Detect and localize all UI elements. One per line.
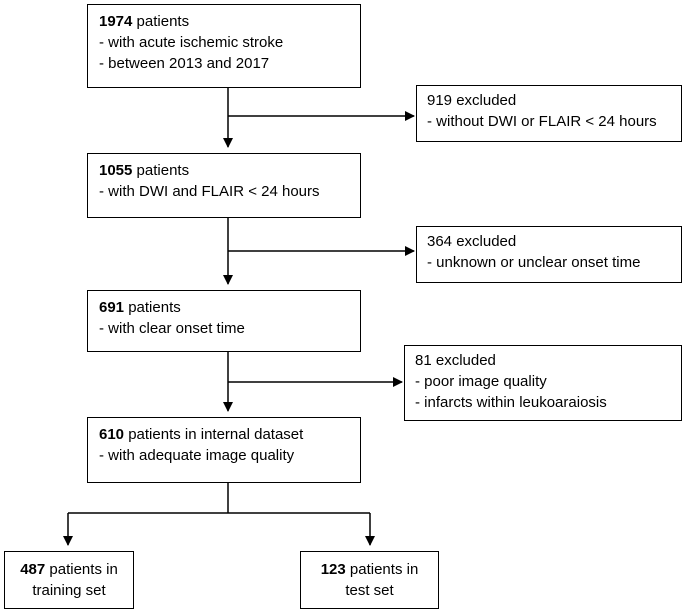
- step3-criterion-1: - with clear onset time: [99, 320, 245, 337]
- test-label: patients in: [345, 561, 419, 578]
- test-count: 123: [320, 561, 346, 578]
- step3-label: patients: [124, 299, 181, 316]
- excluded3-reason-2: - infarcts within leukoaraiosis: [415, 394, 607, 411]
- internal-label: patients in internal dataset: [124, 426, 304, 443]
- training-label: patients in: [45, 561, 118, 578]
- excluded3-count: 81: [415, 352, 432, 369]
- box-internal-dataset: 610 patients in internal dataset - with …: [87, 417, 361, 483]
- excluded2-label: excluded: [452, 233, 517, 250]
- start-label: patients: [132, 13, 190, 30]
- training-count: 487: [20, 561, 46, 578]
- box-excluded-3: 81 excluded - poor image quality - infar…: [404, 345, 682, 421]
- start-criterion-2: - between 2013 and 2017: [99, 55, 270, 72]
- test-label-2: test set: [345, 582, 394, 599]
- start-criterion-1: - with acute ischemic stroke: [99, 34, 284, 51]
- excluded1-reason-1: - without DWI or FLAIR < 24 hours: [427, 113, 657, 130]
- box-training-set: 487 patients in training set: [4, 551, 134, 609]
- excluded2-count: 364: [427, 233, 453, 250]
- box-test-set: 123 patients in test set: [300, 551, 439, 609]
- box-step2-patients: 1055 patients - with DWI and FLAIR < 24 …: [87, 153, 361, 218]
- box-excluded-2: 364 excluded - unknown or unclear onset …: [416, 226, 682, 283]
- box-excluded-1: 919 excluded - without DWI or FLAIR < 24…: [416, 85, 682, 142]
- internal-criterion-1: - with adequate image quality: [99, 447, 295, 464]
- excluded1-label: excluded: [452, 92, 517, 109]
- box-step3-patients: 691 patients - with clear onset time: [87, 290, 361, 352]
- step2-criterion-1: - with DWI and FLAIR < 24 hours: [99, 183, 320, 200]
- training-label-2: training set: [32, 582, 106, 599]
- step3-count: 691: [99, 299, 125, 316]
- step2-count: 1055: [99, 162, 133, 179]
- excluded1-count: 919: [427, 92, 453, 109]
- excluded3-label: excluded: [431, 352, 496, 369]
- start-count: 1974: [99, 13, 133, 30]
- box-start-patients: 1974 patients - with acute ischemic stro…: [87, 4, 361, 88]
- internal-count: 610: [99, 426, 125, 443]
- excluded3-reason-1: - poor image quality: [415, 373, 547, 390]
- excluded2-reason-1: - unknown or unclear onset time: [427, 254, 641, 271]
- step2-label: patients: [132, 162, 190, 179]
